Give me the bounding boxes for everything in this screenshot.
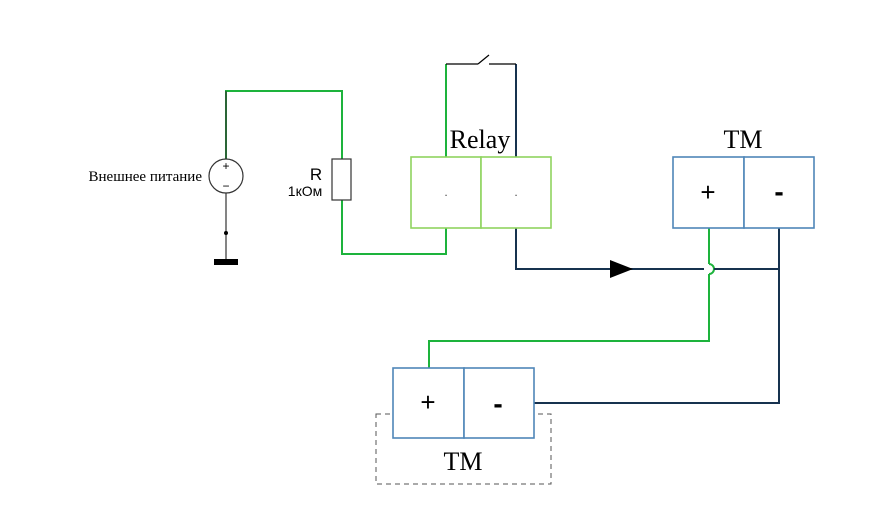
relay-title: Relay <box>450 125 511 154</box>
wire-relay-to-tm-minus <box>515 228 704 270</box>
tm-bottom-title: TM <box>444 447 483 476</box>
tm-bottom-dashed-frame <box>375 413 552 485</box>
tm-bottom: + - TM <box>375 367 552 485</box>
ground-bar <box>214 259 238 265</box>
tm-bottom-plus-label: + <box>420 387 435 417</box>
tm-bottom-plus-terminal <box>392 367 465 439</box>
resistor-body <box>331 158 352 201</box>
tm-top-minus-label: - <box>774 176 783 207</box>
power-source-plus: + <box>222 159 229 173</box>
tm-bottom-minus-label: - <box>493 388 502 419</box>
power-source-label: Внешнее питание <box>89 169 203 185</box>
tm-top-plus-label: + <box>700 177 715 207</box>
relay-terminal-left <box>410 156 482 229</box>
relay: . . Relay <box>410 125 552 229</box>
power-source: + − Внешнее питание <box>89 158 244 194</box>
relay-terminal-left-label: . <box>444 185 447 199</box>
tm-top-minus-terminal <box>743 156 815 229</box>
tm-top-plus-terminal <box>672 156 745 229</box>
resistor-value: 1кОм <box>288 183 322 199</box>
wire-relay-to-tm-minus-cont <box>714 228 780 270</box>
relay-switch <box>446 54 516 65</box>
dark-wires <box>515 64 780 404</box>
power-source-symbol <box>208 158 244 194</box>
resistor: R 1кОм <box>288 158 352 201</box>
tm-top: + - TM <box>672 125 815 229</box>
tm-top-title: TM <box>724 125 763 154</box>
wire-crossover-hop <box>708 263 715 275</box>
resistor-name: R <box>310 165 322 184</box>
wire-resistor-to-relay <box>341 200 447 255</box>
relay-terminal-right-label: . <box>514 185 517 199</box>
wire-tm-plus-link-lower <box>428 274 710 368</box>
wire-source-to-resistor <box>225 90 343 159</box>
tm-bottom-minus-terminal <box>463 367 535 439</box>
power-source-minus: − <box>222 179 229 193</box>
relay-terminal-right <box>480 156 552 229</box>
ground-symbol <box>214 231 238 265</box>
current-direction-arrow <box>610 260 633 278</box>
switch-blade <box>477 54 490 65</box>
ground-junction-dot <box>224 231 228 235</box>
green-wires <box>225 64 715 368</box>
wire-tm-minus-link <box>534 269 780 404</box>
